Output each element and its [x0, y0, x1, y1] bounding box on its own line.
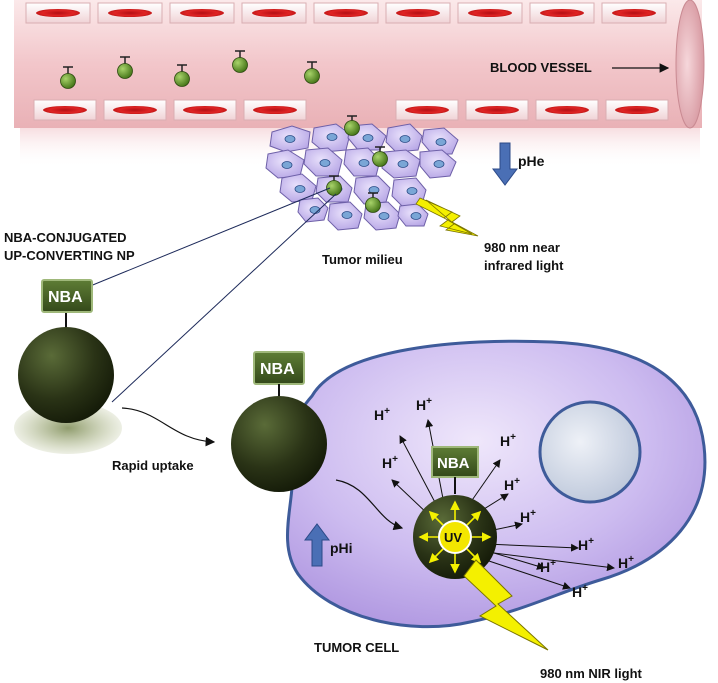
proton-labels: H+ H+ H+ H+ H+ H+ H+ H+ H+ H+	[374, 396, 634, 600]
circulating-nanoparticles	[60, 50, 320, 89]
small-nanoparticle	[232, 50, 248, 73]
np-title-line2: UP-CONVERTING NP	[4, 248, 135, 263]
nir-light-label-line2: infrared light	[484, 258, 564, 273]
entering-nanoparticle: NBA	[231, 351, 327, 492]
proton-label: H+	[618, 554, 634, 571]
nucleus	[538, 400, 642, 504]
small-nanoparticle	[117, 56, 133, 79]
proton-label: H+	[504, 476, 520, 493]
small-nanoparticle	[60, 66, 76, 89]
rapid-uptake: Rapid uptake	[112, 407, 216, 473]
phe-indicator: pHe	[492, 142, 545, 186]
nba-tag-label: NBA	[260, 361, 295, 378]
rapid-uptake-label: Rapid uptake	[112, 458, 194, 473]
blood-vessel: BLOOD VESSEL	[14, 0, 705, 168]
nba-tag	[431, 446, 479, 478]
phi-indicator: pHi	[304, 523, 353, 567]
phi-label: pHi	[330, 540, 353, 556]
uv-emission-arrows	[418, 500, 492, 574]
proton-arrows	[391, 419, 615, 590]
proton-label: H+	[374, 406, 390, 423]
proton-label: H+	[520, 508, 536, 525]
curved-arrow	[121, 407, 216, 447]
proton-label: H+	[540, 558, 556, 575]
down-arrow-icon	[492, 142, 518, 186]
phe-label: pHe	[518, 153, 545, 169]
blood-vessel-label: BLOOD VESSEL	[490, 60, 592, 75]
nir-light-bottom-label: 980 nm NIR light	[540, 666, 643, 681]
nba-tag-label: NBA	[437, 455, 470, 472]
uv-core	[438, 520, 472, 554]
lightning-bolt-icon	[415, 197, 479, 237]
nir-light-label-line1: 980 nm near	[484, 240, 560, 255]
tumor-milieu-cluster: Tumor milieu	[265, 115, 459, 267]
nba-tag	[41, 279, 93, 313]
tumor-cell	[285, 339, 707, 629]
bottom-wall-cells	[33, 99, 669, 121]
uv-nanoparticle: NBA UV	[413, 446, 497, 579]
nba-tag-label: NBA	[48, 289, 83, 306]
small-nanoparticle	[304, 61, 320, 84]
tumor-cell-label: TUMOR CELL	[314, 640, 399, 655]
proton-label: H+	[500, 432, 516, 449]
zoom-line	[55, 187, 331, 301]
proton-label: H+	[578, 536, 594, 553]
internalization-arrow	[335, 479, 404, 531]
nir-light-upper: 980 nm near infrared light	[415, 197, 564, 273]
proton-label: H+	[382, 454, 398, 471]
tumor-milieu-label: Tumor milieu	[322, 252, 403, 267]
large-nanoparticle: NBA	[14, 279, 122, 454]
proton-label: H+	[416, 396, 432, 413]
lightning-bolt-icon	[463, 559, 549, 651]
up-arrow-icon	[304, 523, 330, 567]
uv-label: UV	[444, 530, 462, 545]
top-wall-cells	[25, 2, 667, 24]
np-title: NBA-CONJUGATED UP-CONVERTING NP	[4, 230, 135, 263]
np-title-line1: NBA-CONJUGATED	[4, 230, 127, 245]
proton-label: H+	[572, 583, 588, 600]
tumor-nanoparticles	[326, 115, 388, 213]
zoom-line	[111, 193, 337, 403]
small-nanoparticle	[174, 64, 190, 87]
